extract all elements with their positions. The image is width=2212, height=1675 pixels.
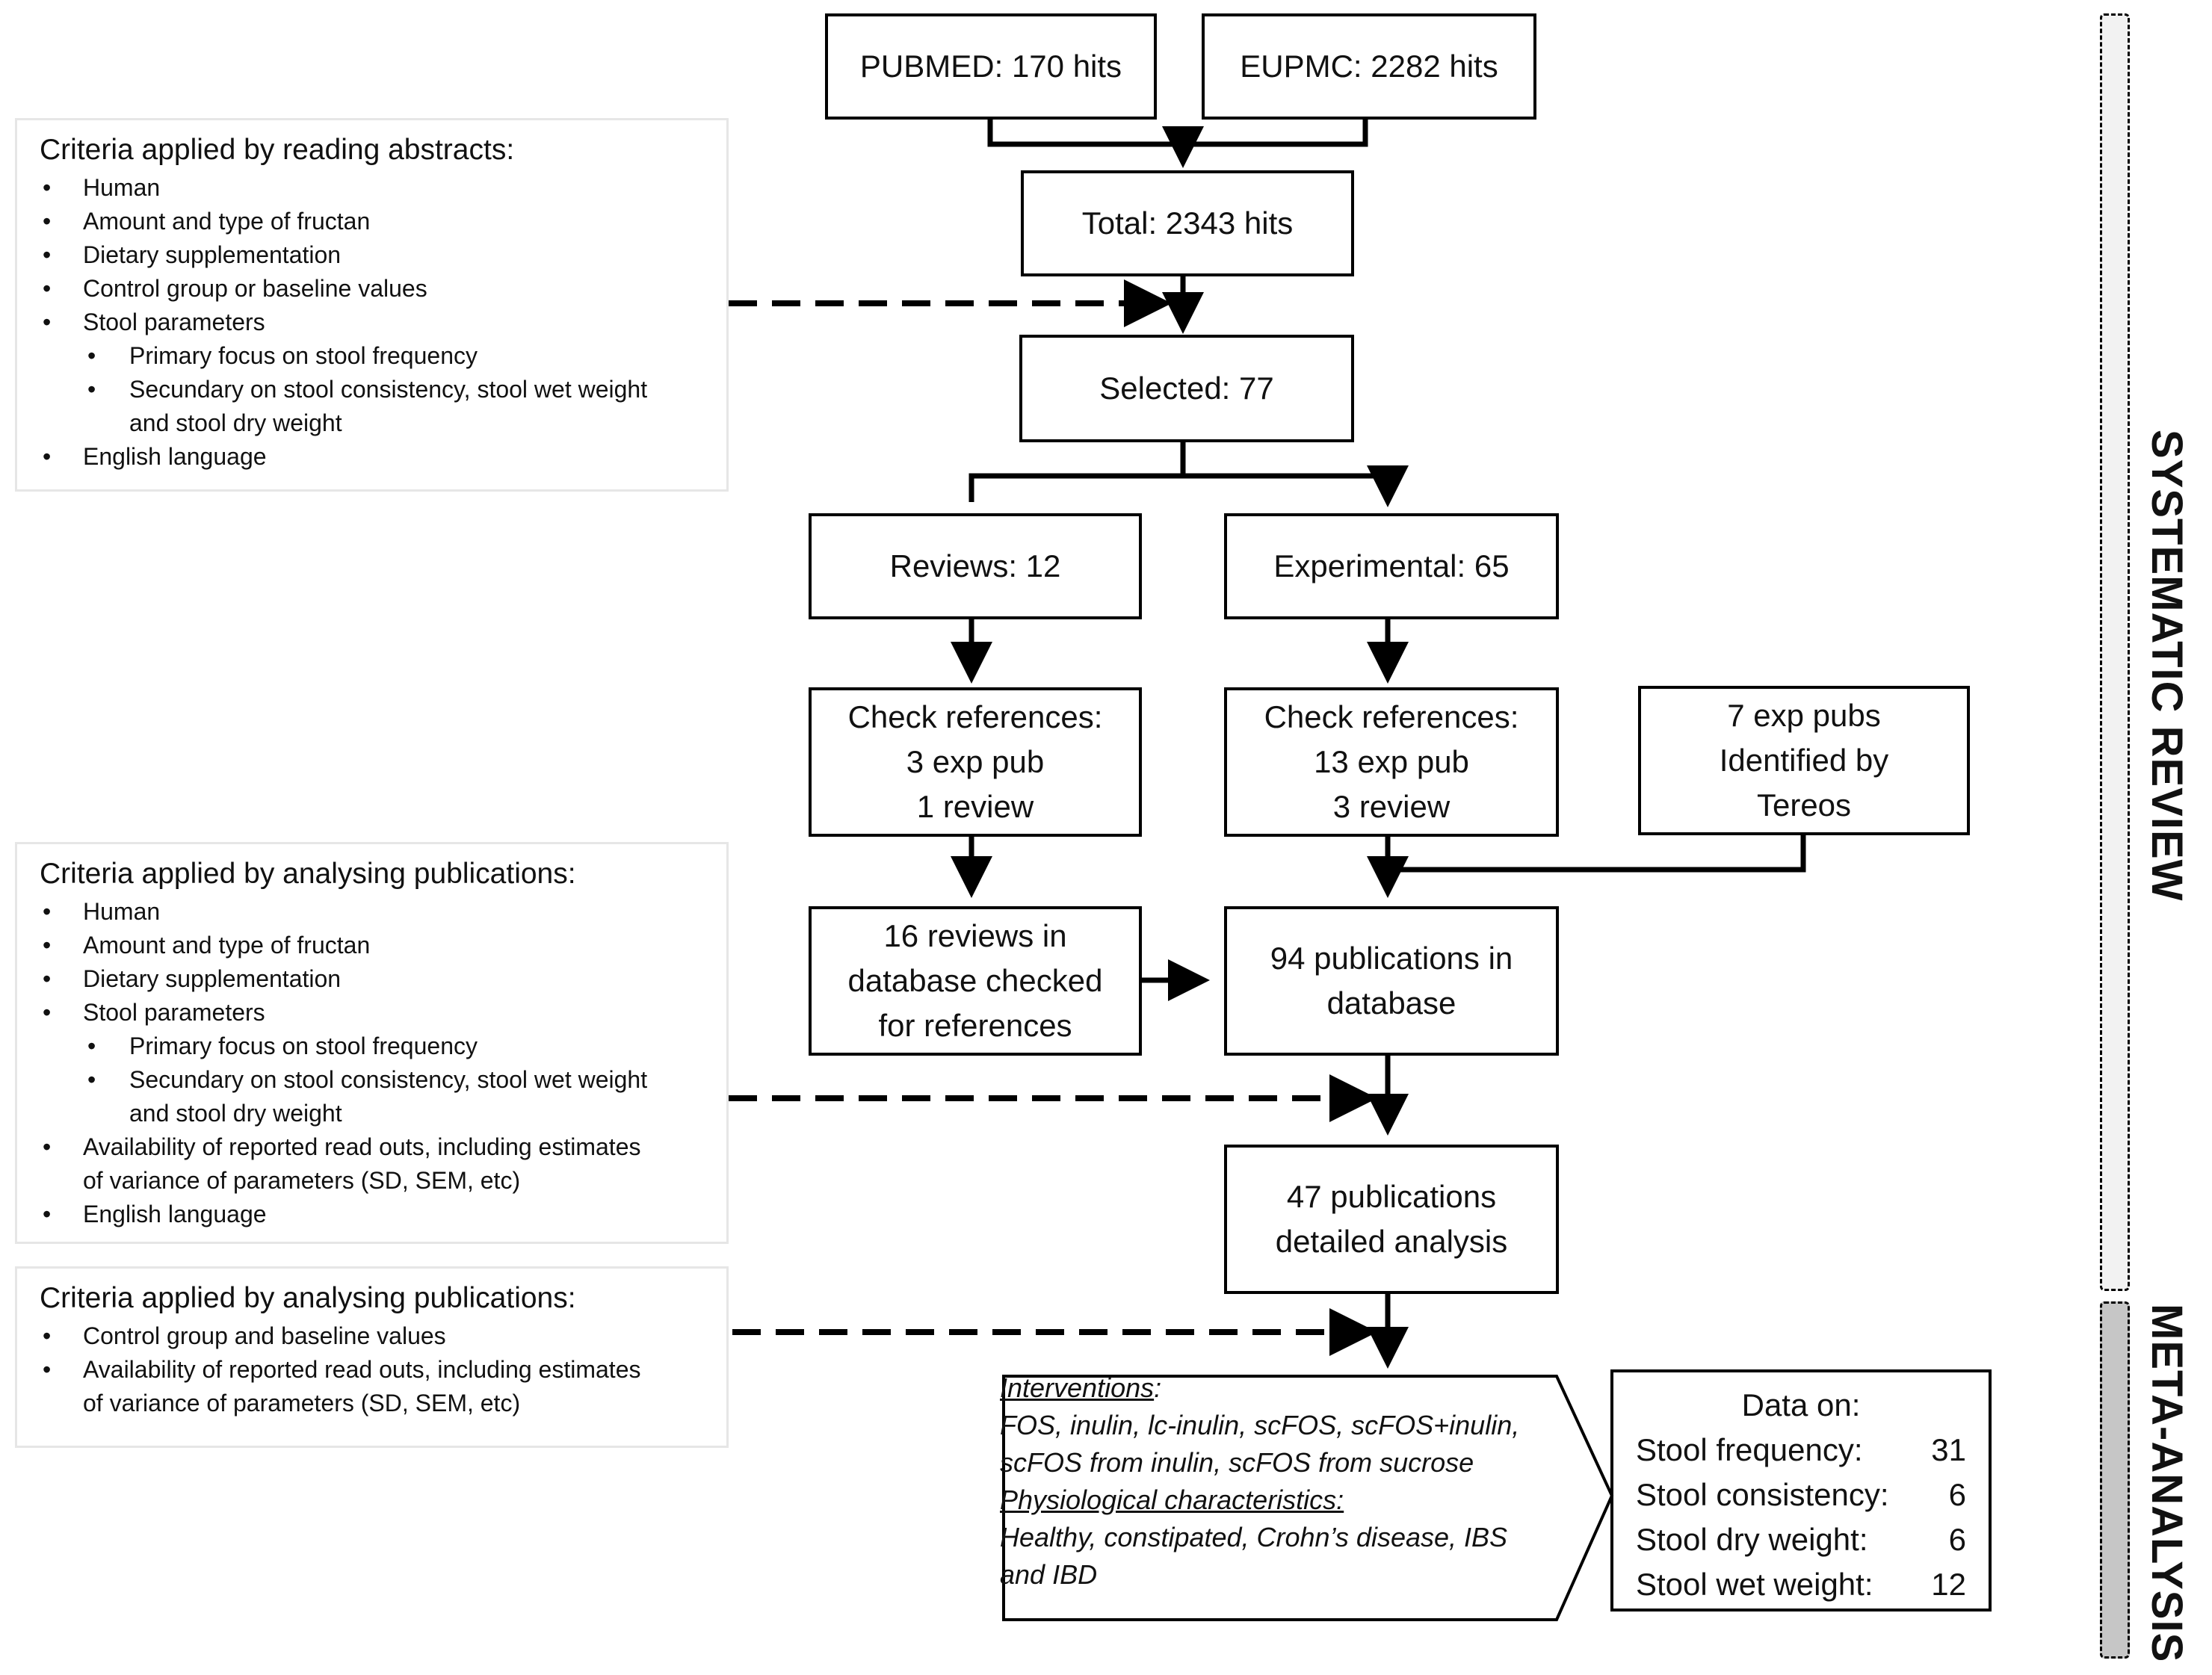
criteria-item: Amount and type of fructan	[40, 205, 704, 238]
connector-selected-split	[968, 442, 1391, 499]
detailed-line: detailed analysis	[1275, 1224, 1508, 1259]
experimental-label: Experimental: 65	[1273, 548, 1510, 583]
pubmed-box: PUBMED: 170 hits	[825, 13, 1157, 120]
criteria-item: Dietary supplementation	[40, 962, 704, 996]
meta-analysis-bar	[2100, 1301, 2130, 1659]
interventions-heading-line: Interventions:	[1000, 1372, 1162, 1403]
meta-analysis-label: META-ANALYSIS	[2143, 1304, 2191, 1663]
experimental-box: Experimental: 65	[1224, 513, 1559, 619]
criteria-item: Availability of reported read outs, incl…	[40, 1130, 704, 1198]
criteria-item: Control group and baseline values	[40, 1319, 704, 1353]
physiology-heading: Physiological characteristics:	[1000, 1484, 1344, 1515]
criteria-item: Control group or baseline values	[40, 272, 704, 306]
criteria-item: Dietary supplementation	[40, 238, 704, 272]
exp-check-line: 13 exp pub	[1314, 744, 1469, 779]
reviews-check-line: 3 exp pub	[906, 744, 1045, 779]
criteria-subitem: Primary focus on stool frequency	[40, 1030, 704, 1063]
exp-check-line: Check references:	[1264, 699, 1519, 734]
systematic-review-bar	[2100, 13, 2130, 1291]
criteria-subitem: Secundary on stool consistency, stool we…	[40, 1063, 704, 1130]
selected-label: Selected: 77	[1099, 371, 1274, 406]
total-label: Total: 2343 hits	[1081, 205, 1294, 241]
reviews-db-line: 16 reviews in	[883, 918, 1067, 953]
eupmc-box: EUPMC: 2282 hits	[1202, 13, 1536, 120]
systematic-review-label: SYSTEMATIC REVIEW	[2143, 430, 2191, 902]
connector-split-arrowheads	[968, 486, 1388, 502]
data-row: Stool frequency:31	[1636, 1432, 1966, 1467]
reviews-db-line: database checked	[847, 963, 1103, 998]
criteria-item: Human	[40, 895, 704, 929]
tereos-line: Identified by	[1719, 743, 1889, 778]
selected-box: Selected: 77	[1019, 335, 1354, 442]
detailed-line: 47 publications	[1286, 1179, 1497, 1214]
reviews-check-box: Check references: 3 exp pub 1 review	[809, 687, 1142, 837]
criteria-item: Stool parameters	[40, 996, 704, 1030]
data-on-box: Data on: Stool frequency:31 Stool consis…	[1610, 1369, 1992, 1611]
data-row: Stool wet weight:12	[1636, 1567, 1966, 1602]
criteria-item: Stool parameters	[40, 306, 704, 339]
physiology-line: and IBD	[1000, 1559, 1098, 1590]
total-box: Total: 2343 hits	[1021, 170, 1354, 276]
tereos-line: Tereos	[1756, 787, 1852, 823]
reviews-label: Reviews: 12	[889, 548, 1061, 583]
criteria-publications-2-list: Control group and baseline values Availa…	[40, 1319, 704, 1420]
interventions-line: scFOS from inulin, scFOS from sucrose	[1000, 1447, 1474, 1478]
criteria-publications-panel-2: Criteria applied by analysing publicatio…	[15, 1266, 729, 1448]
data-row: Stool consistency:6	[1636, 1477, 1966, 1512]
tereos-line: 7 exp pubs	[1727, 698, 1881, 733]
reviews-db-line: for references	[878, 1008, 1072, 1043]
criteria-item: Amount and type of fructan	[40, 929, 704, 962]
criteria-item: English language	[40, 440, 704, 474]
reviews-db-box: 16 reviews in database checked for refer…	[809, 906, 1142, 1056]
reviews-check-line: Check references:	[847, 699, 1103, 734]
pubmed-label: PUBMED: 170 hits	[859, 49, 1122, 84]
criteria-abstracts-list: Human Amount and type of fructan Dietary…	[40, 171, 704, 474]
pubs-db-box: 94 publications in database	[1224, 906, 1559, 1056]
tereos-box: 7 exp pubs Identified by Tereos	[1638, 686, 1970, 835]
exp-check-box: Check references: 13 exp pub 3 review	[1224, 687, 1559, 837]
data-on-title: Data on:	[1741, 1387, 1861, 1422]
interventions-shape	[1002, 1375, 1614, 1621]
pubs-db-line: 94 publications in	[1270, 941, 1513, 976]
pubs-db-line: database	[1326, 985, 1456, 1021]
criteria-subitem: Secundary on stool consistency, stool we…	[40, 373, 704, 440]
connector-pubmed-total	[987, 120, 1368, 147]
criteria-abstracts-panel: Criteria applied by reading abstracts: H…	[15, 118, 729, 492]
criteria-item: Human	[40, 171, 704, 205]
data-row: Stool dry weight:6	[1636, 1522, 1966, 1557]
criteria-publications-panel-1: Criteria applied by analysing publicatio…	[15, 842, 729, 1244]
exp-check-line: 3 review	[1332, 789, 1451, 824]
criteria-publications-2-title: Criteria applied by analysing publicatio…	[40, 1282, 576, 1314]
eupmc-label: EUPMC: 2282 hits	[1240, 49, 1498, 84]
criteria-item: English language	[40, 1198, 704, 1231]
connector-tereos-db	[1388, 835, 1806, 873]
interventions-heading: Interventions	[1000, 1372, 1155, 1403]
reviews-box: Reviews: 12	[809, 513, 1142, 619]
criteria-item: Availability of reported read outs, incl…	[40, 1353, 704, 1420]
physiology-line: Healthy, constipated, Crohn’s disease, I…	[1000, 1522, 1508, 1552]
reviews-check-line: 1 review	[916, 789, 1034, 824]
detailed-box: 47 publications detailed analysis	[1224, 1145, 1559, 1294]
criteria-publications-1-list: Human Amount and type of fructan Dietary…	[40, 895, 704, 1231]
criteria-subitem: Primary focus on stool frequency	[40, 339, 704, 373]
interventions-text: Interventions: FOS, inulin, lc-inulin, s…	[1000, 1369, 1613, 1594]
interventions-line: FOS, inulin, lc-inulin, scFOS, scFOS+inu…	[1000, 1410, 1520, 1440]
criteria-publications-1-title: Criteria applied by analysing publicatio…	[40, 858, 576, 890]
criteria-abstracts-title: Criteria applied by reading abstracts:	[40, 134, 515, 166]
